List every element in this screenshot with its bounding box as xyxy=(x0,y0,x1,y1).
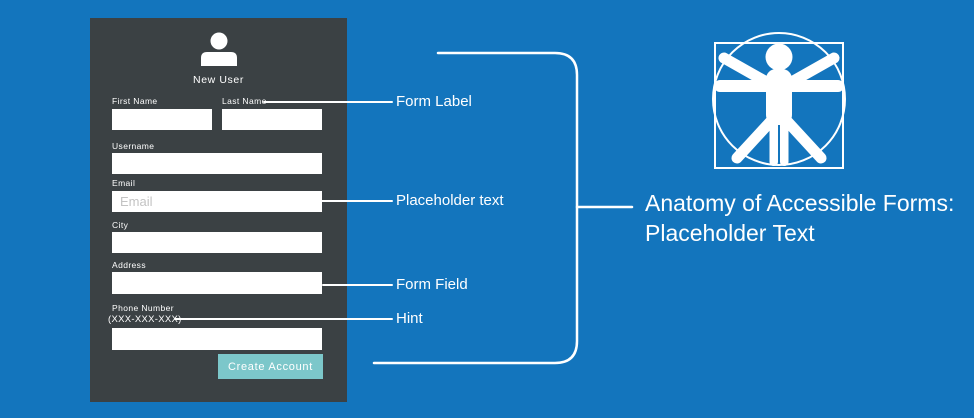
annotation-placeholder-text: Placeholder text xyxy=(396,192,504,209)
poster-title: Anatomy of Accessible Forms: Placeholder… xyxy=(645,188,954,248)
form-label-callout-line xyxy=(263,101,393,103)
phone-input[interactable] xyxy=(112,328,322,350)
first-name-label: First Name xyxy=(112,96,158,106)
vitruvian-man-icon xyxy=(712,32,846,169)
bracket-connector xyxy=(372,51,634,365)
placeholder-callout-line xyxy=(320,200,393,202)
annotation-form-field: Form Field xyxy=(396,276,468,293)
annotation-form-label: Form Label xyxy=(396,93,472,110)
username-input[interactable] xyxy=(112,153,322,174)
city-input[interactable] xyxy=(112,232,322,253)
last-name-label: Last Name xyxy=(222,96,267,106)
poster-title-line1: Anatomy of Accessible Forms: xyxy=(645,190,955,216)
city-label: City xyxy=(112,220,129,230)
form-field-callout-line xyxy=(322,284,393,286)
email-label: Email xyxy=(112,178,136,188)
address-label: Address xyxy=(112,260,146,270)
username-label: Username xyxy=(112,141,155,151)
address-input[interactable] xyxy=(112,272,322,294)
poster-title-line2: Placeholder Text xyxy=(645,220,815,246)
phone-hint: (XXX-XXX-XXX) xyxy=(108,314,182,325)
signup-form-panel: New User First Name Last Name Username E… xyxy=(90,18,347,402)
annotation-hint: Hint xyxy=(396,310,423,327)
first-name-input[interactable] xyxy=(112,109,212,130)
user-icon xyxy=(200,32,237,66)
email-input[interactable] xyxy=(112,191,322,212)
form-title: New User xyxy=(193,74,244,86)
last-name-input[interactable] xyxy=(222,109,322,130)
phone-label: Phone Number xyxy=(112,303,174,313)
create-account-button[interactable]: Create Account xyxy=(218,354,323,379)
hint-callout-line xyxy=(174,318,393,320)
